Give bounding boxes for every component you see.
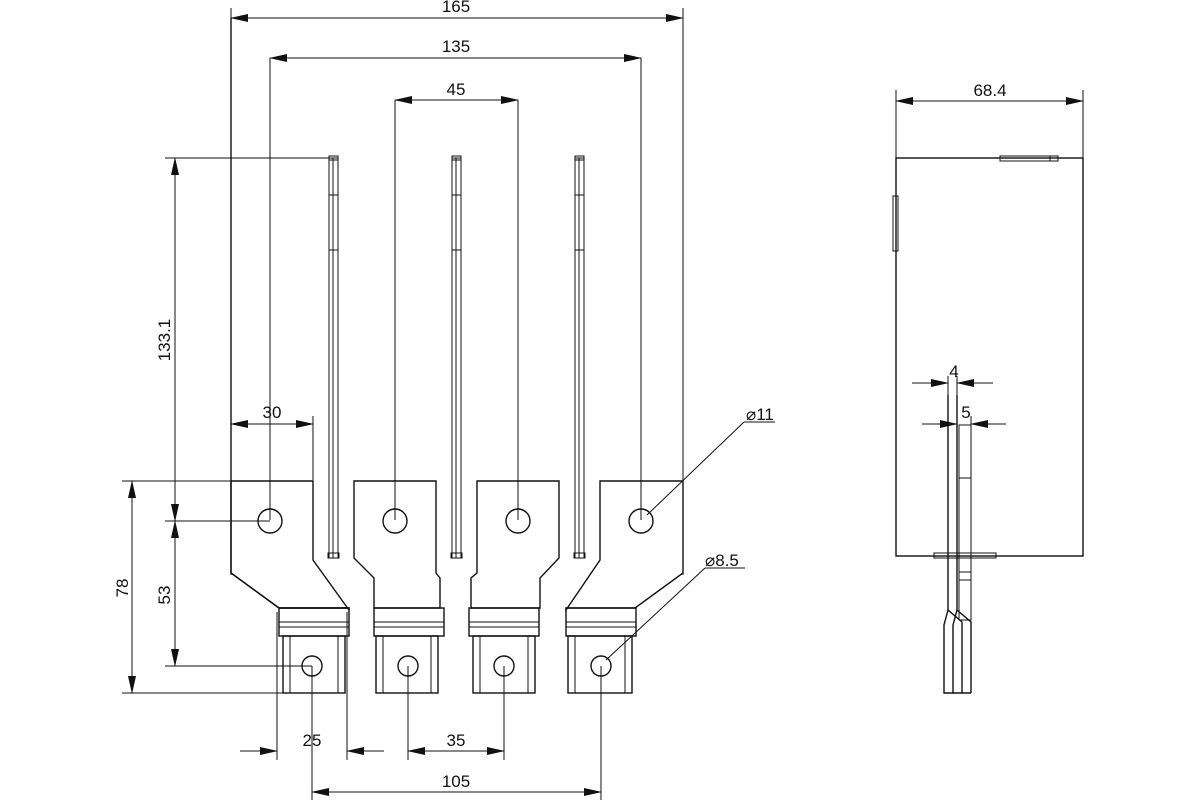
busbar-1 [230,18,350,694]
dim-large-hole-label: ⌀11 [746,405,774,424]
separator-plate-1 [327,155,340,559]
dim-small-hole: ⌀8.5 [605,551,745,661]
dim-inner-hole-spacing-label: 45 [447,80,466,99]
front-view: 165 135 45 133.1 30 [113,0,775,800]
large-hole [382,508,408,534]
dim-thickness-a-label: 4 [949,362,958,381]
dim-offset-label: 30 [263,403,282,422]
dim-terminal-spacing: 35 [407,666,505,760]
separator-plate-3 [573,155,586,559]
separator-plate-2 [450,155,463,559]
dim-side-width-label: 68.4 [973,81,1006,100]
side-view: 68.4 4 [892,81,1084,694]
large-hole [257,508,283,534]
dim-hole-to-hole-vertical: 53 [155,520,312,667]
busbar-3 [468,480,560,694]
dim-outer-hole-spacing-label: 135 [442,37,470,56]
dim-terminal-span-label: 105 [442,772,470,791]
busbar-2 [353,480,445,694]
dim-height: 133.1 [155,157,338,522]
dim-bottom-height: 78 [113,480,283,694]
dim-terminal-span: 105 [311,666,602,800]
dim-outer-hole-spacing: 135 [269,37,642,520]
dim-offset: 30 [230,403,314,480]
dim-terminal-spacing-label: 35 [447,731,466,750]
large-hole [505,508,531,534]
dim-thickness-b-label: 5 [961,403,970,422]
dim-terminal-width: 25 [240,612,384,760]
side-busbar [943,395,972,694]
dim-inner-hole-spacing: 45 [394,80,519,520]
dim-height-label: 133.1 [155,319,174,362]
side-body [892,155,1084,559]
dim-thickness-a: 4 [912,362,993,395]
dim-thickness-b: 5 [922,403,1006,430]
dim-small-hole-label: ⌀8.5 [705,551,739,570]
large-hole [628,508,654,534]
dim-hole-to-hole-vertical-label: 53 [155,586,174,605]
dim-large-hole: ⌀11 [646,405,775,516]
dim-side-width: 68.4 [895,81,1084,158]
dim-overall-width-label: 165 [442,0,470,16]
dim-bottom-height-label: 78 [113,579,132,598]
